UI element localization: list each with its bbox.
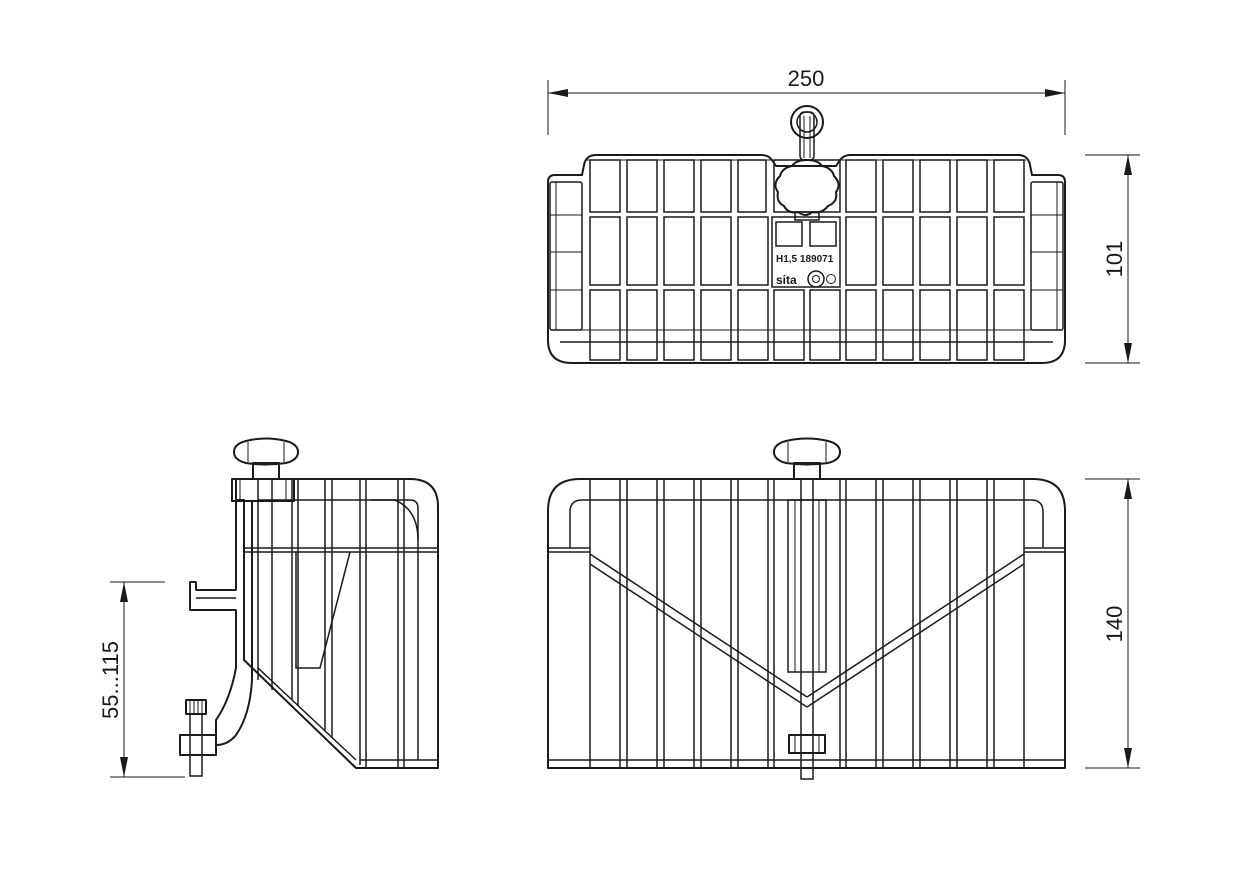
- dimension-height-front: 140: [1085, 478, 1140, 769]
- front-ribs: [589, 479, 1025, 768]
- side-grip-right: [1030, 181, 1064, 331]
- dimension-depth-top: 101: [1085, 154, 1140, 364]
- basket-outline-side: [235, 478, 439, 769]
- part-number-text: H1,5 189071: [776, 254, 834, 265]
- knob-top-view: [773, 159, 841, 221]
- clamp-bracket: [189, 478, 295, 746]
- top-view: 250 101: [547, 66, 1140, 364]
- top-grid: [589, 159, 1025, 361]
- dimension-adjust-range: 55...115: [98, 581, 185, 778]
- dimension-label-width: 250: [788, 66, 825, 91]
- knob-front-view: [773, 437, 841, 480]
- side-screw: [179, 699, 217, 777]
- center-rod: [787, 478, 827, 780]
- dimension-width-top: 250: [547, 66, 1066, 135]
- dimension-label-height: 140: [1102, 606, 1127, 643]
- brand-logo: sita: [776, 270, 836, 288]
- dimension-label-adjust: 55...115: [98, 641, 123, 719]
- clamp-ring: [790, 105, 824, 161]
- side-view: 55...115: [98, 437, 439, 778]
- side-ribs: [244, 479, 419, 768]
- front-view: 140: [547, 437, 1140, 780]
- brand-logo-text: sita: [776, 273, 797, 287]
- side-grip-left: [549, 181, 583, 331]
- knob-side-view: [233, 437, 299, 480]
- dimension-label-depth: 101: [1102, 241, 1127, 278]
- basket-outline-front: [547, 478, 1066, 769]
- diagonal-braces: [589, 553, 1025, 708]
